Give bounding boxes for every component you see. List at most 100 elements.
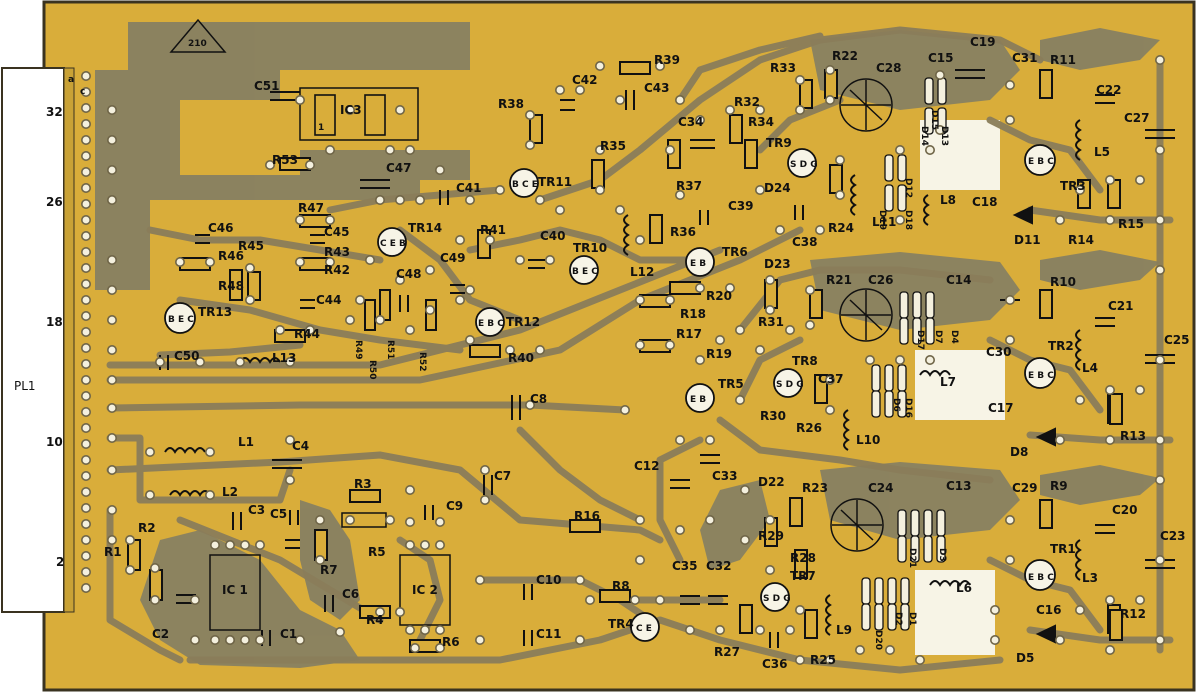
solder-pad [81, 326, 92, 337]
ref-l13: L13 [272, 351, 296, 365]
solder-pad [404, 145, 415, 156]
pin-number: 10 [46, 435, 63, 449]
ref-l3: L3 [1082, 571, 1098, 585]
solder-pad [1105, 644, 1116, 655]
solder-pad [764, 274, 775, 285]
ref-c8: C8 [530, 392, 547, 406]
ref-r24: R24 [828, 221, 854, 235]
solder-pad [1155, 434, 1166, 445]
solder-pad [479, 494, 490, 505]
ref-r50: R50 [367, 360, 377, 379]
solder-pad [314, 514, 325, 525]
ref-r26: R26 [796, 421, 822, 435]
solder-pad [694, 115, 705, 126]
solder-pad [324, 256, 335, 267]
solder-pad [81, 358, 92, 369]
solder-pad [764, 304, 775, 315]
ref-r37: R37 [676, 179, 702, 193]
edge-letter: c [80, 87, 85, 97]
solder-pad [294, 634, 305, 645]
ref-d12: D12 [903, 178, 913, 198]
solder-pad [107, 402, 118, 413]
solder-pad [344, 314, 355, 325]
ref-c47: C47 [386, 161, 412, 175]
solder-pad [394, 274, 405, 285]
solder-pad [1155, 264, 1166, 275]
solder-pad [854, 644, 865, 655]
solder-pad [989, 604, 1000, 615]
solder-pad [1105, 215, 1116, 226]
ref-d24: D24 [764, 181, 791, 195]
solder-pad [125, 564, 136, 575]
solder-pad [664, 294, 675, 305]
ref-l4: L4 [1082, 361, 1098, 375]
solder-pad [1155, 215, 1166, 226]
solder-pad [934, 125, 945, 136]
solder-pad [754, 344, 765, 355]
solder-pad [824, 654, 835, 665]
solder-pad [484, 235, 495, 246]
solder-pad [210, 634, 221, 645]
ref-r8: R8 [612, 579, 630, 593]
solder-pad [235, 356, 246, 367]
ic-labels: IC 1 IC 2 IC3 1 [222, 103, 438, 597]
solder-pad [774, 225, 785, 236]
solder-pad [81, 422, 92, 433]
transistor-ref: TR8 [792, 354, 818, 368]
solder-pad [524, 140, 535, 151]
ref-r14: R14 [1068, 233, 1094, 247]
ref-r36: R36 [670, 225, 696, 239]
solder-pad [674, 95, 685, 106]
ref-r30: R30 [760, 409, 786, 423]
solder-pad [474, 634, 485, 645]
solder-pad [394, 606, 405, 617]
solder-pad [81, 470, 92, 481]
solder-pad [704, 434, 715, 445]
solder-pad [1004, 514, 1015, 525]
ref-c10: C10 [536, 573, 562, 587]
ref-l11: L11 [872, 215, 896, 229]
solder-pad [1155, 474, 1166, 485]
solder-pad [81, 406, 92, 417]
solder-pad [81, 486, 92, 497]
ref-c12: C12 [634, 459, 660, 473]
ref-r47: R47 [298, 201, 324, 215]
ref-r17: R17 [676, 327, 702, 341]
ref-c51: C51 [254, 79, 280, 93]
ref-l6: L6 [956, 581, 972, 595]
ic-ref: IC 1 [222, 583, 248, 597]
solder-pad [240, 539, 251, 550]
solder-pad [824, 95, 835, 106]
solder-pad [424, 264, 435, 275]
ref-d3: D3 [937, 548, 947, 562]
solder-pad [1055, 215, 1066, 226]
ref-d18: D18 [903, 210, 913, 230]
solder-pad [454, 294, 465, 305]
solder-pad [107, 135, 118, 146]
solder-pad [294, 256, 305, 267]
ref-r41: R41 [480, 223, 506, 237]
solder-pad [150, 562, 161, 573]
solder-pad [574, 634, 585, 645]
solder-pad [664, 339, 675, 350]
solder-pad [81, 534, 92, 545]
solder-pad [81, 87, 92, 98]
solder-pad [81, 199, 92, 210]
solder-pad [794, 105, 805, 116]
ref-c4: C4 [292, 439, 309, 453]
solder-pad [150, 594, 161, 605]
solder-pad [594, 60, 605, 71]
ref-d16: D16 [903, 398, 913, 418]
ref-l12: L12 [630, 265, 654, 279]
solder-pad [314, 554, 325, 565]
solder-pad [894, 145, 905, 156]
silkscreen-outlines [169, 18, 893, 631]
solder-pad [694, 282, 705, 293]
solder-pad [81, 342, 92, 353]
transistor-ref: TR5 [718, 377, 744, 391]
solder-pad [225, 634, 236, 645]
ref-c22: C22 [1096, 83, 1122, 97]
solder-pad [107, 534, 118, 545]
ref-r20: R20 [706, 289, 732, 303]
solder-pad [195, 356, 206, 367]
